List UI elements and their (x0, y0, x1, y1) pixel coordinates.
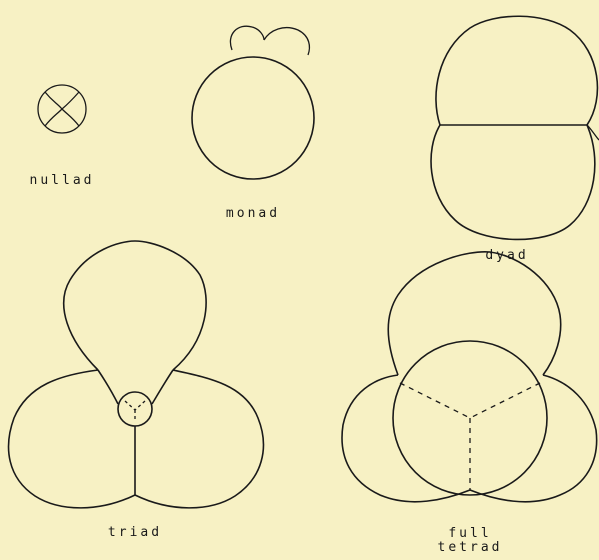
triad-wall-right (152, 370, 173, 404)
triad-central-mark-2 (135, 401, 145, 410)
tetrad-back-cell (388, 252, 560, 375)
dyad-side-bulge (587, 125, 599, 140)
tetrad-hidden-wall-right (470, 383, 540, 418)
triad-figure (9, 241, 264, 508)
monad-figure (192, 26, 314, 179)
monad-main-cell (192, 57, 314, 179)
label-full-tetrad-line1: full (430, 527, 510, 540)
label-triad: triad (95, 526, 175, 539)
triad-top-cell (64, 241, 206, 370)
dyad-lower-cell (431, 125, 595, 239)
label-monad: monad (213, 207, 293, 220)
dyad-figure (431, 16, 599, 239)
triad-wall-left (98, 370, 118, 404)
monad-small-cell-right (264, 28, 309, 55)
tetrad-hidden-wall-left (400, 383, 470, 418)
label-nullad: nullad (22, 174, 102, 187)
label-dyad: dyad (472, 249, 542, 262)
triad-left-cell (9, 370, 135, 508)
tetrad-right-cell (470, 375, 597, 502)
full-tetrad-figure (342, 252, 597, 502)
nullad-figure (38, 85, 86, 133)
dyad-upper-cell (436, 16, 597, 125)
tetrad-left-cell (342, 375, 470, 502)
monad-small-cell-left (230, 26, 264, 50)
label-full-tetrad-line2: tetrad (430, 541, 510, 554)
triad-central-mark-1 (125, 401, 135, 410)
triad-right-cell (135, 370, 263, 508)
triad-central-cell (118, 392, 152, 426)
